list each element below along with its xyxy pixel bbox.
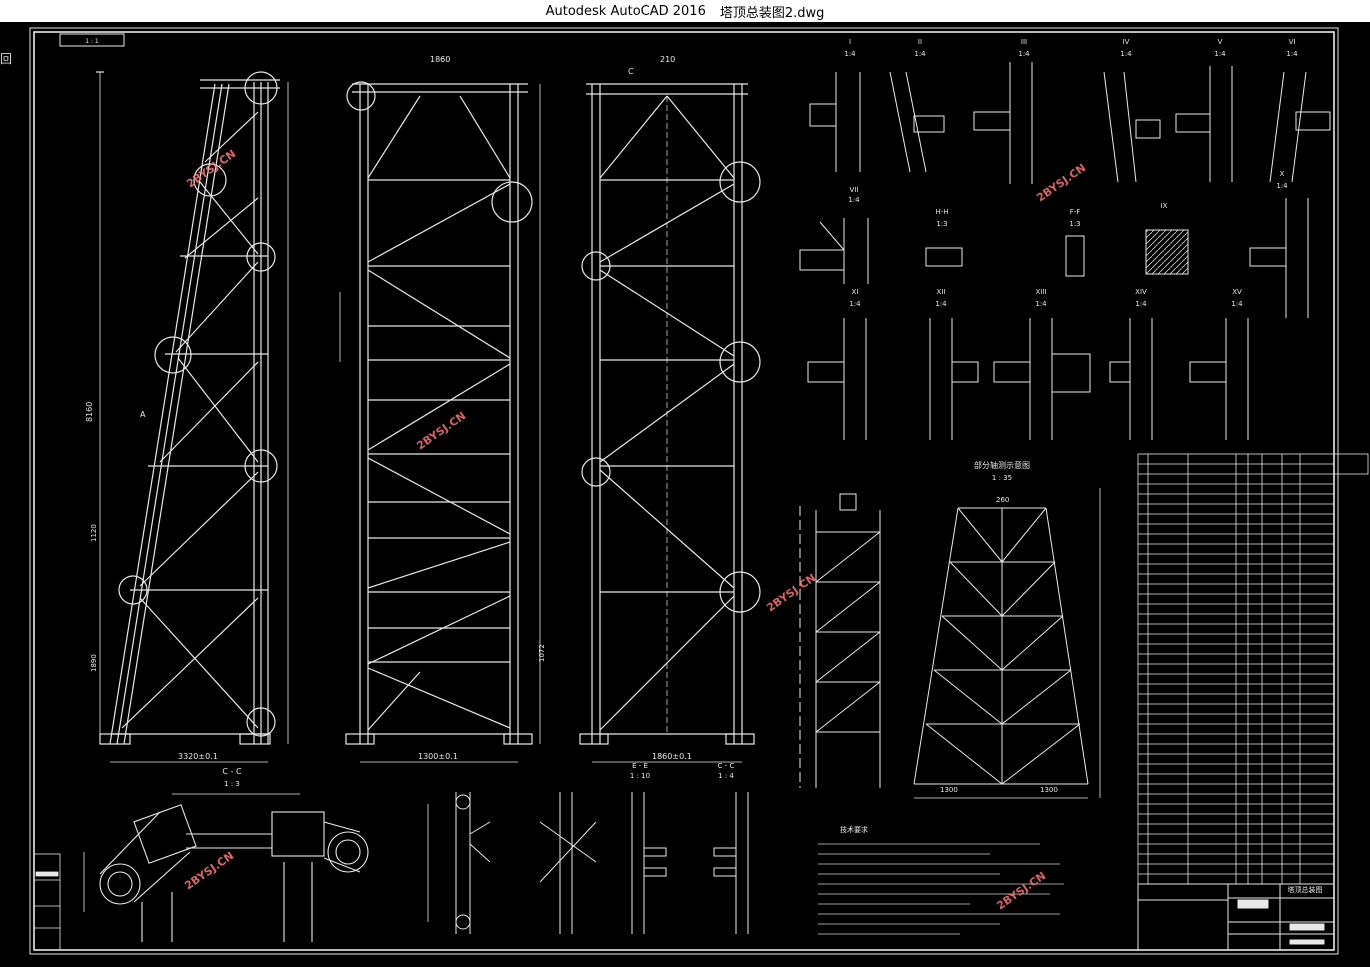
cad-drawing: 1 : 1 <box>29 27 1369 955</box>
detail-label-4: IV <box>1123 38 1130 46</box>
middle-elevation-view <box>339 81 541 763</box>
perspective-scale: 1 : 35 <box>992 474 1012 482</box>
svg-text:1:4: 1:4 <box>1231 300 1243 308</box>
revision-strip <box>33 853 61 951</box>
dim-left-total: 8160 <box>85 402 94 422</box>
title-block <box>1137 883 1335 951</box>
dim-mid-base: 1300±0.1 <box>418 752 458 761</box>
watermark: 2BYSJ.CN <box>1034 161 1088 204</box>
detail-label-13: XIII <box>1036 288 1047 296</box>
svg-text:1:4: 1:4 <box>848 196 860 204</box>
detail-label-14: XIV <box>1135 288 1147 296</box>
drawing-canvas[interactable]: 回 1 : 1 <box>0 22 1370 963</box>
detail-label-1: I <box>849 38 851 46</box>
file-name: 塔顶总装图2.dwg <box>719 5 825 21</box>
svg-text:1:4: 1:4 <box>1018 50 1030 58</box>
window-title-bar: Autodesk AutoCAD 2016 塔顶总装图2.dwg <box>0 0 1370 22</box>
detail-label-12: XII <box>937 288 946 296</box>
watermark: 2BYSJ.CN <box>182 849 236 892</box>
right-elevation-view <box>579 83 761 763</box>
dim-persp-a: 260 <box>996 496 1009 504</box>
section-ee-title: E - E <box>632 762 648 770</box>
detail-label-11: XI <box>852 288 859 296</box>
mark-c: C <box>628 67 634 76</box>
svg-text:1:4: 1:4 <box>914 50 926 58</box>
detail-label-6: VI <box>1289 38 1296 46</box>
detail-label-hh: H-H <box>935 208 948 216</box>
left-elevation-view <box>96 71 289 763</box>
detail-label-5: V <box>1218 38 1223 46</box>
detail-labels-row2: VII 1:4 H-H 1:3 F-F 1:3 IX <box>848 186 1167 228</box>
watermark: 2BYSJ.CN <box>764 571 818 614</box>
svg-text:1:4: 1:4 <box>935 300 947 308</box>
svg-text:1:4: 1:4 <box>1120 50 1132 58</box>
detail-views-row1 <box>809 62 1331 184</box>
section-cc-title: C - C <box>222 767 242 776</box>
watermark: 2BYSJ.CN <box>414 409 468 452</box>
technical-notes-lines <box>818 843 1064 935</box>
detail-label-2: II <box>918 38 922 46</box>
dim-left-seg2: 1890 <box>90 654 98 672</box>
perspective-tower-view <box>913 488 1101 799</box>
parts-list-table <box>1137 453 1369 885</box>
drawing-code: 1 : 1 <box>85 38 99 45</box>
detail-labels-row3: XI 1:4 XII 1:4 XIII 1:4 XIV 1:4 XV 1:4 <box>849 288 1243 308</box>
bottom-section-details <box>427 792 749 934</box>
perspective-title: 部分轴测示意图 <box>974 460 1030 470</box>
svg-text:1:4: 1:4 <box>849 300 861 308</box>
dim-right-base: 1860±0.1 <box>652 752 692 761</box>
dim-mid-lower: 1072 <box>538 644 546 662</box>
watermark: 2BYSJ.CN <box>994 869 1048 912</box>
svg-text:1:4: 1:4 <box>844 50 856 58</box>
detail-label-7: VII <box>850 186 859 194</box>
svg-text:1:4: 1:4 <box>1135 300 1147 308</box>
detail-label-9: IX <box>1161 202 1168 210</box>
detail-label-x: X <box>1280 170 1285 178</box>
svg-text:1:4: 1:4 <box>1214 50 1226 58</box>
dim-persp-b: 1300 <box>940 786 958 794</box>
section-cc2-scale: 1 : 4 <box>718 772 734 780</box>
svg-text:1:3: 1:3 <box>936 220 947 228</box>
side-lattice-view <box>799 493 881 788</box>
svg-text:1:4: 1:4 <box>1276 182 1288 190</box>
drawing-inner-frame <box>33 31 1335 951</box>
section-cc-view <box>83 793 369 942</box>
dim-left-base: 3320±0.1 <box>178 752 218 761</box>
title-block-drawing-name: 塔顶总装图 <box>1288 885 1323 894</box>
detail-label-3: III <box>1021 38 1027 46</box>
dim-top-a: 1860 <box>430 55 450 64</box>
section-cc-scale: 1 : 3 <box>224 780 240 788</box>
detail-label-15: XV <box>1232 288 1242 296</box>
mark-a: A <box>140 410 146 419</box>
drawing-frame <box>29 27 1339 955</box>
section-ee-scale: 1 : 10 <box>630 772 650 780</box>
svg-text:1:4: 1:4 <box>1286 50 1298 58</box>
viewcube-corner-icon[interactable]: 回 <box>0 52 13 66</box>
dim-left-seg: 1120 <box>90 524 98 542</box>
svg-text:1:4: 1:4 <box>1035 300 1047 308</box>
technical-notes-title: 技术要求 <box>840 825 868 834</box>
detail-labels-row1: I 1:4 II 1:4 III 1:4 IV 1:4 V 1:4 VI 1:4… <box>844 38 1298 190</box>
detail-views-row2 <box>799 198 1309 318</box>
app-name: Autodesk AutoCAD 2016 <box>545 3 706 19</box>
detail-views-row3 <box>807 318 1249 440</box>
detail-label-ff: F-F <box>1070 208 1081 216</box>
dim-persp-c: 1300 <box>1040 786 1058 794</box>
dim-top-b: 210 <box>660 55 675 64</box>
svg-text:1:3: 1:3 <box>1069 220 1080 228</box>
section-cc2-title: C - C <box>718 762 735 770</box>
